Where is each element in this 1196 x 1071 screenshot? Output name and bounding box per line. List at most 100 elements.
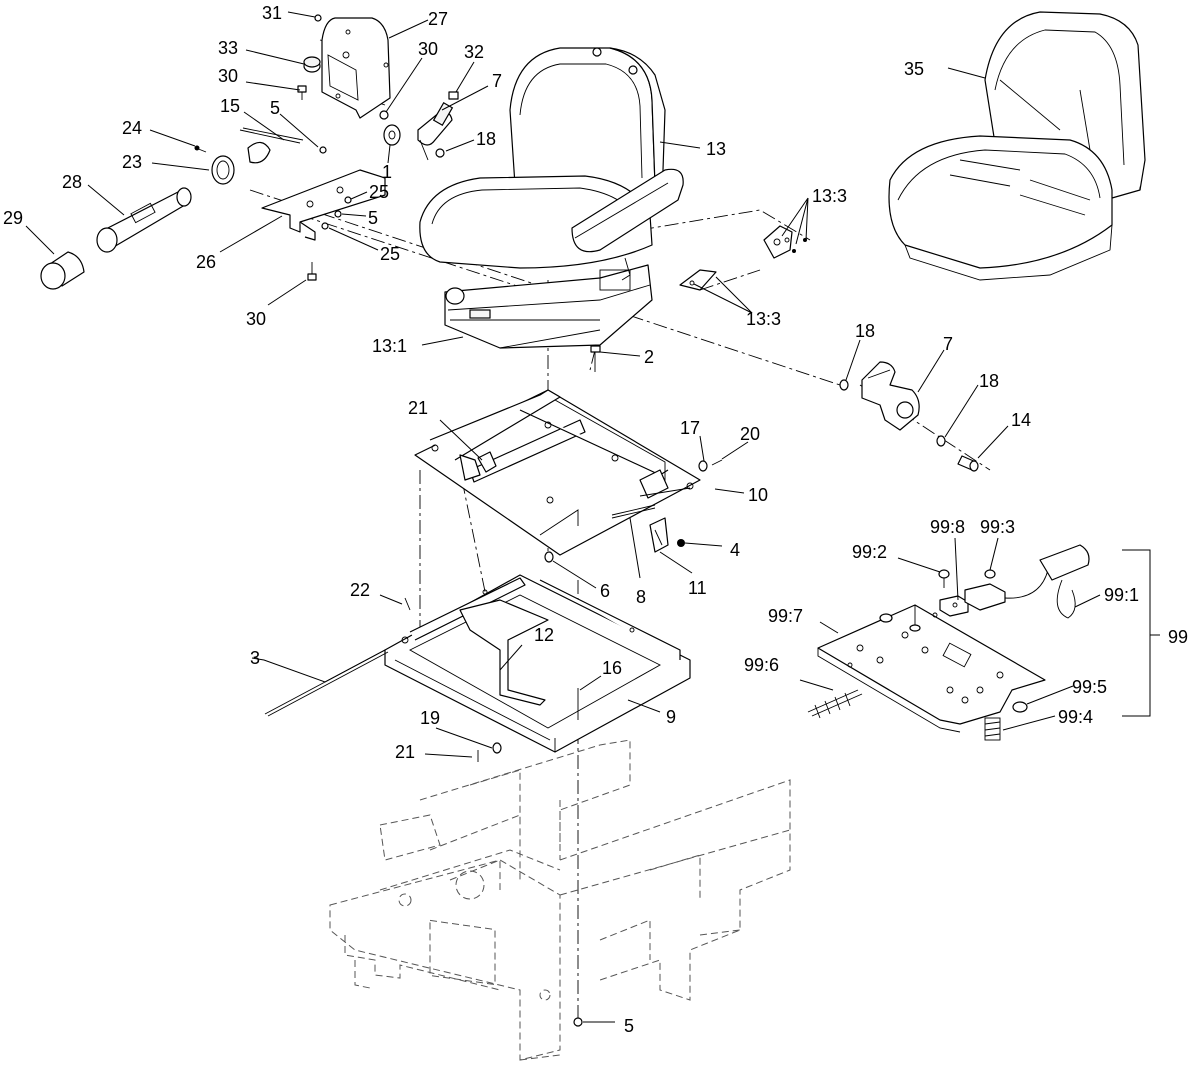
callout-13-3-lower: 13:3 [746, 309, 781, 329]
callout-18-buckle: 18 [476, 129, 496, 149]
washer-18-right-a [839, 379, 849, 391]
callout-33: 33 [218, 38, 238, 58]
retractor-7 [861, 361, 920, 431]
callout-9: 9 [666, 707, 676, 727]
cap-29 [40, 251, 85, 290]
screw-99-2 [938, 569, 950, 588]
callout-5-bottom: 5 [624, 1016, 634, 1036]
callout-labels: 31 27 33 30 32 30 7 15 5 24 18 13 23 1 2… [3, 3, 1188, 1036]
callout-3: 3 [250, 648, 260, 668]
callout-99-4: 99:4 [1058, 707, 1093, 727]
plate-27 [321, 17, 391, 119]
callout-18-right-b: 18 [979, 371, 999, 391]
washer-5-a [319, 146, 327, 154]
washer-18-right-b [936, 435, 946, 447]
nut-30-mid [379, 110, 389, 120]
callout-99-1: 99:1 [1104, 585, 1139, 605]
spring-12 [459, 599, 549, 706]
callout-25-upper: 25 [369, 182, 389, 202]
callout-7-retractor: 7 [943, 334, 953, 354]
screw-30-bottom [307, 262, 317, 281]
knob-4 [677, 539, 685, 547]
callout-29: 29 [3, 208, 23, 228]
bracket-13-3-upper [763, 225, 807, 259]
bushing-1 [383, 124, 401, 146]
leader-lines [25, 11, 1101, 1023]
bracket-13-3-lower [679, 269, 717, 291]
washer-19 [492, 742, 502, 754]
slide-frame-9 [384, 574, 691, 753]
callout-15: 15 [220, 96, 240, 116]
pin-20 [711, 459, 723, 466]
kit-99-bracket [1122, 549, 1160, 717]
seat-35 [888, 11, 1146, 281]
pin-99-top-mid [909, 605, 921, 632]
clamp-23 [211, 155, 235, 185]
callout-31: 31 [262, 3, 282, 23]
callout-26: 26 [196, 252, 216, 272]
spring-99-6 [807, 689, 863, 719]
nut-32 [448, 91, 459, 100]
callout-32: 32 [464, 42, 484, 62]
cap-31 [314, 14, 322, 22]
seat-13 [419, 47, 684, 349]
callout-28: 28 [62, 172, 82, 192]
tube-holder-28 [96, 187, 192, 253]
callout-14: 14 [1011, 410, 1031, 430]
rod-3 [264, 649, 389, 717]
callout-99: 99 [1168, 627, 1188, 647]
callout-8: 8 [636, 587, 646, 607]
callout-99-3: 99:3 [980, 517, 1015, 537]
callout-21-upper: 21 [408, 398, 428, 418]
callout-19: 19 [420, 708, 440, 728]
harness-99-1 [1004, 544, 1090, 619]
bumper-99-5 [1012, 701, 1028, 713]
callout-99-2: 99:2 [852, 542, 887, 562]
callout-27: 27 [428, 9, 448, 29]
callout-13-1: 13:1 [372, 336, 407, 356]
nut-6 [544, 551, 554, 563]
switch-plate-99-7 [817, 604, 1046, 733]
nut-5-lower [573, 1017, 583, 1027]
buckle-7 [417, 102, 454, 161]
clamp-15 [247, 141, 271, 164]
spring-99-4 [984, 717, 1001, 741]
callout-4: 4 [730, 540, 740, 560]
pin-99-top-left [879, 613, 893, 623]
washer-5-b [334, 210, 342, 218]
screw-30-top [297, 85, 307, 100]
callout-23: 23 [122, 152, 142, 172]
latch-11 [649, 517, 669, 553]
callout-22: 22 [350, 580, 370, 600]
callout-13-3-upper: 13:3 [812, 186, 847, 206]
clip-21-upper [477, 451, 497, 473]
callout-16: 16 [602, 658, 622, 678]
callout-11: 11 [688, 578, 707, 598]
callout-25-lower: 25 [380, 244, 400, 264]
callout-10: 10 [748, 485, 768, 505]
washer-17 [698, 460, 708, 472]
callout-99-7: 99:7 [768, 606, 803, 626]
switch-99-3 [964, 569, 1006, 611]
screw-15 [239, 127, 304, 144]
callout-20: 20 [740, 424, 760, 444]
callout-30-top: 30 [418, 39, 438, 59]
callout-5-mid: 5 [368, 208, 378, 228]
callout-18-right-a: 18 [855, 321, 875, 341]
callout-21-lower: 21 [395, 742, 415, 762]
washer-25-b [321, 222, 329, 230]
washer-18-buckle [435, 148, 445, 158]
callout-1: 1 [382, 162, 392, 182]
bolt-14 [957, 455, 979, 472]
callout-2: 2 [644, 347, 654, 367]
frame-ghost [329, 739, 791, 1061]
callout-99-8: 99:8 [930, 517, 965, 537]
callout-6: 6 [600, 581, 610, 601]
callout-17: 17 [680, 418, 700, 438]
callout-5-top: 5 [270, 98, 280, 118]
washer-25-a [344, 196, 352, 204]
callout-24: 24 [122, 118, 142, 138]
callout-99-6: 99:6 [744, 655, 779, 675]
callout-12: 12 [534, 625, 554, 645]
